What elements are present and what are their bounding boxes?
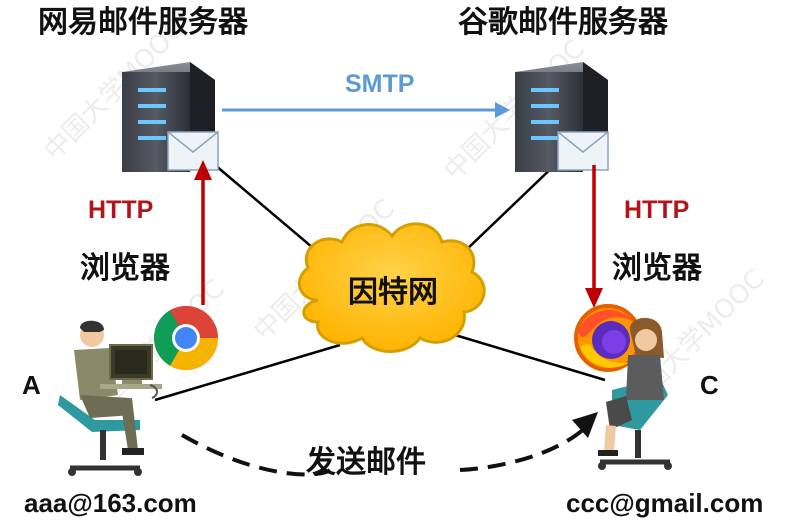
sender-person-icon [58, 320, 162, 476]
send-mail-arrow [181, 412, 598, 477]
firefox-icon [574, 304, 642, 372]
browser-left-label: 浏览器 [80, 252, 170, 285]
http-left-label: HTTP [88, 196, 154, 224]
netease-server-label: 网易邮件服务器 [38, 6, 248, 39]
receiver-name: C [700, 370, 719, 400]
send-mail-label: 发送邮件 [306, 446, 426, 479]
http-right-label: HTTP [624, 196, 690, 224]
link-internet-receiver [454, 333, 606, 382]
receiver-person-icon [598, 317, 672, 470]
receiver-email: ccc@gmail.com [566, 488, 764, 518]
smtp-arrow [222, 102, 510, 118]
http-arrow-up [194, 160, 212, 305]
netease-server-icon [122, 62, 219, 172]
sender-name: A [22, 370, 41, 400]
internet-label: 因特网 [348, 276, 438, 309]
google-server-icon [515, 62, 609, 172]
smtp-label: SMTP [345, 70, 415, 98]
chrome-icon [154, 306, 218, 370]
sender-email: aaa@163.com [24, 488, 197, 518]
http-arrow-down [585, 165, 603, 308]
google-server-label: 谷歌邮件服务器 [458, 6, 668, 39]
browser-right-label: 浏览器 [612, 252, 702, 285]
link-sender-internet [154, 343, 341, 402]
internet-cloud-icon [297, 222, 486, 353]
